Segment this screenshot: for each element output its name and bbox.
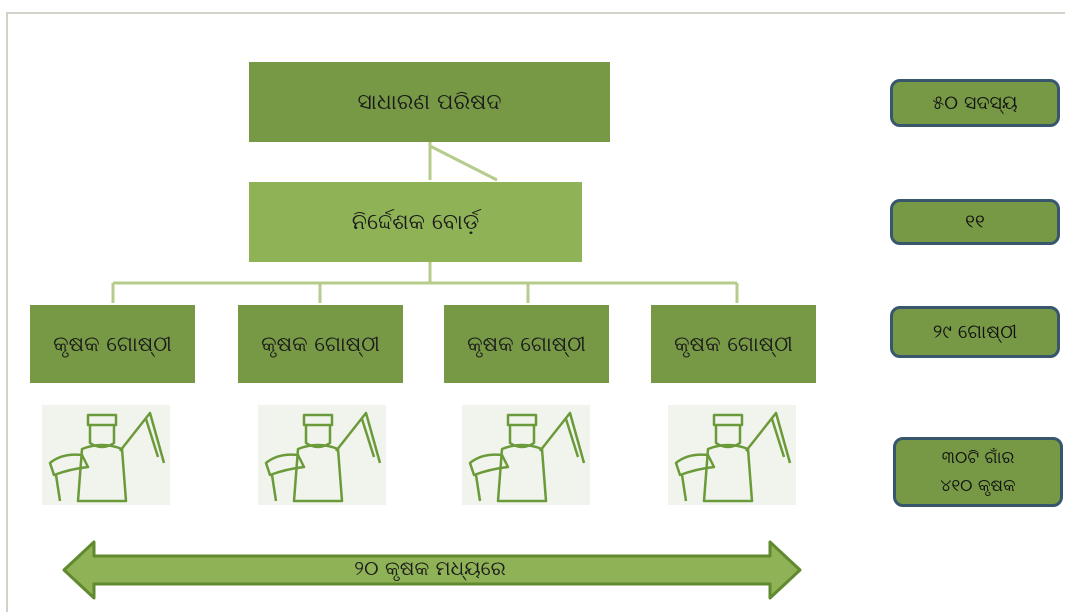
board-count-badge: ୧୧ [890, 199, 1060, 245]
footer-arrow-label: ୨୦ କୃଷକ ମଧ୍ୟରେ [354, 556, 506, 580]
farmer-group-box-2: କୃଷକ ଗୋଷ୍ଠୀ [238, 305, 403, 383]
board-of-directors-box: ନିର୍ଦ୍ଦେଶକ ବୋର୍ଡ଼ [249, 182, 582, 262]
general-council-box: ସାଧାରଣ ପରିଷଦ [249, 62, 610, 142]
farmer-group-label: କୃଷକ ଗୋଷ୍ଠୀ [53, 331, 172, 356]
general-council-label: ସାଧାରଣ ପରିଷଦ [357, 89, 502, 115]
farmer-icon [42, 405, 170, 505]
members-count-label: ୫୦ ସଦସ୍ୟ [932, 92, 1018, 114]
village-farmer-badge: ୩୦ଟି ଗାଁର ୪୧୦ କୃଷକ [893, 437, 1063, 507]
farmer-group-box-1: କୃଷକ ଗୋଷ୍ଠୀ [30, 305, 195, 383]
farmer-icon [462, 405, 590, 505]
group-count-badge: ୨୯ ଗୋଷ୍ଠୀ [890, 306, 1060, 358]
farmers-label: ୪୧୦ କୃଷକ [940, 476, 1016, 496]
diagram-frame [6, 12, 1065, 612]
farmer-icon [258, 405, 386, 505]
members-count-badge: ୫୦ ସଦସ୍ୟ [890, 79, 1060, 127]
board-count-label: ୧୧ [965, 211, 985, 233]
double-arrow [62, 540, 802, 600]
farmer-group-label: କୃଷକ ଗୋଷ୍ଠୀ [261, 331, 380, 356]
farmer-icon [668, 405, 796, 505]
farmer-group-label: କୃଷକ ଗୋଷ୍ଠୀ [467, 331, 586, 356]
farmer-group-box-4: କୃଷକ ଗୋଷ୍ଠୀ [651, 305, 816, 383]
farmer-group-label: କୃଷକ ଗୋଷ୍ଠୀ [674, 331, 793, 356]
farmer-group-box-3: କୃଷକ ଗୋଷ୍ଠୀ [444, 305, 609, 383]
board-of-directors-label: ନିର୍ଦ୍ଦେଶକ ବୋର୍ଡ଼ [351, 209, 480, 235]
group-count-label: ୨୯ ଗୋଷ୍ଠୀ [932, 321, 1018, 343]
villages-label: ୩୦ଟି ଗାଁର [941, 448, 1015, 468]
